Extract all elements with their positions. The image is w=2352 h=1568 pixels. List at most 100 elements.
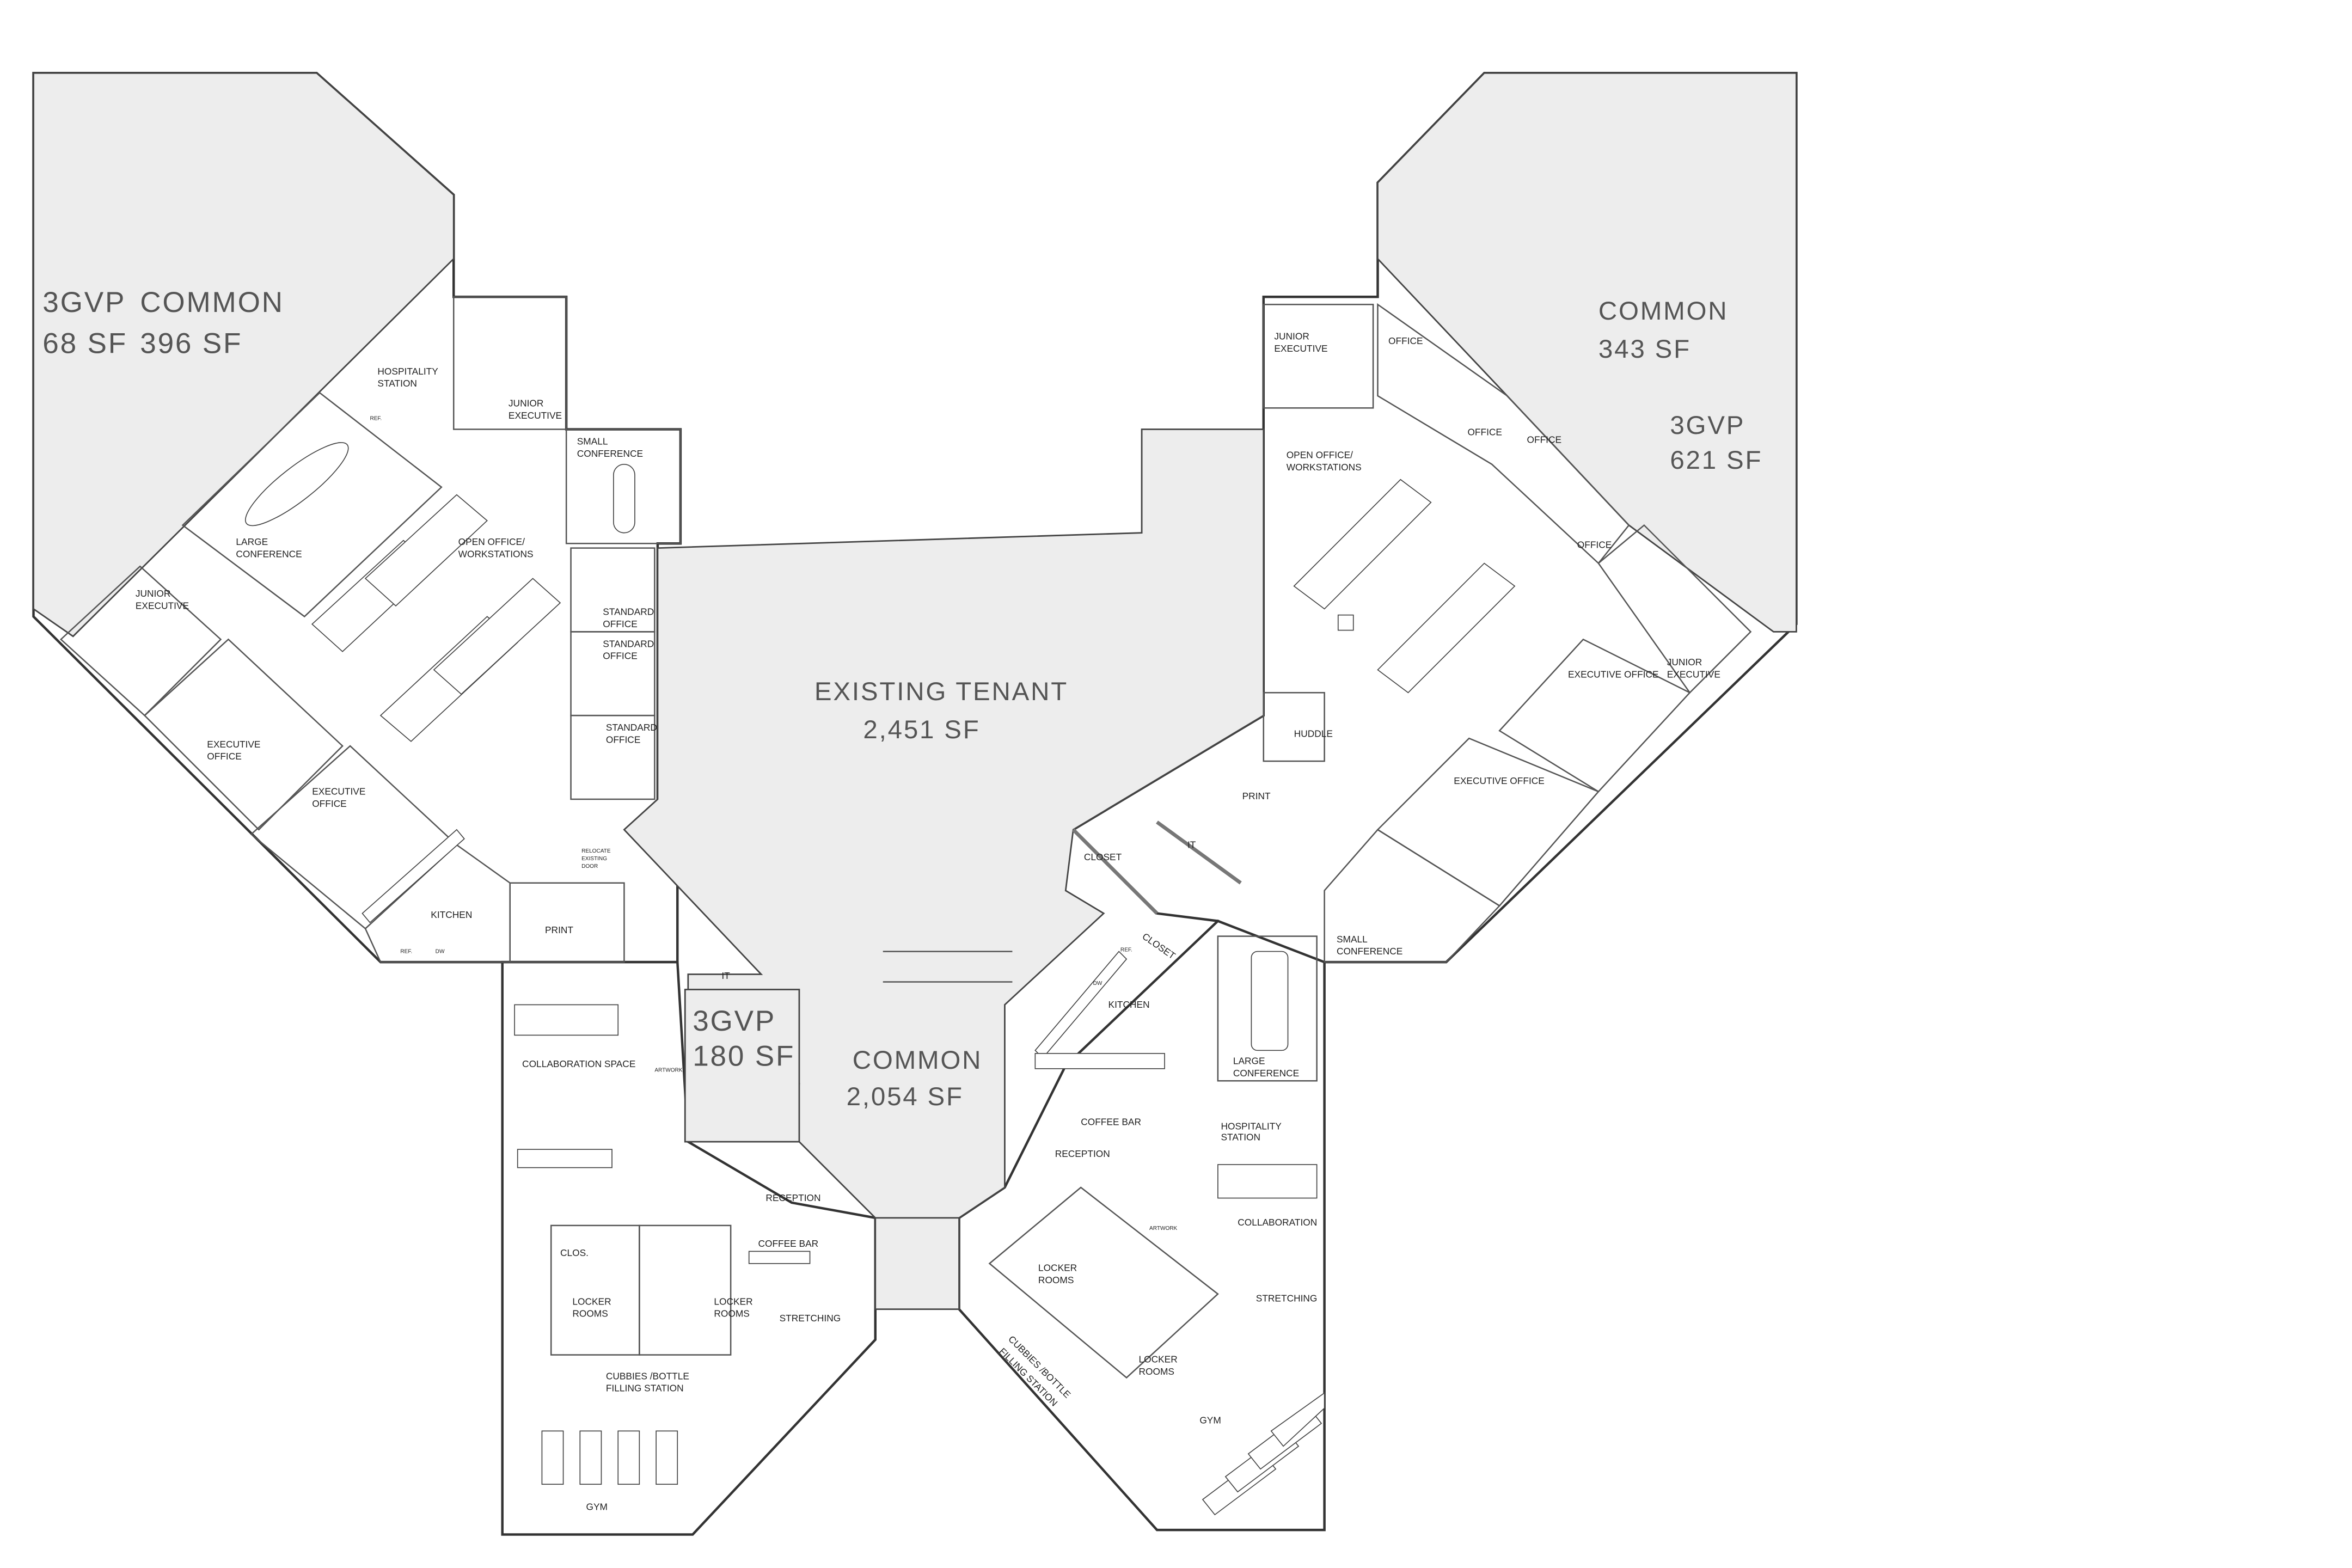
junior-executive-right-top-room — [1263, 303, 1374, 409]
print-room — [509, 882, 625, 963]
room-label: PRINT — [1242, 791, 1271, 801]
room-label: JUNIOR — [1274, 331, 1309, 342]
large-conference-room — [181, 391, 443, 618]
standard-office-3 — [570, 714, 656, 800]
area-label: 3GVP — [42, 286, 126, 318]
room-label: RELOCATE — [581, 848, 611, 854]
gym-equipment — [617, 1430, 640, 1485]
room-label: GYM — [1199, 1414, 1221, 1425]
gym-equipment — [1270, 1392, 1325, 1447]
room-label: ARTWORK — [1149, 1226, 1177, 1232]
room-label: DOOR — [581, 863, 598, 869]
area-label: COMMON — [140, 286, 284, 318]
area-label: 3GVP — [1670, 411, 1745, 440]
lounge-sofa — [517, 1149, 612, 1168]
room-label: COFFEE BAR — [758, 1238, 818, 1249]
room-label: OFFICE — [1577, 540, 1612, 550]
kitchen-counter — [362, 829, 465, 923]
room-label: REF. — [1120, 947, 1132, 953]
small-conference-table — [612, 463, 635, 534]
large-conference-table — [1251, 951, 1289, 1051]
room-label: CONFERENCE — [577, 448, 643, 459]
room-label: CONFERENCE — [236, 548, 302, 559]
workstation-desk — [433, 578, 561, 695]
room-label: STRETCHING — [780, 1313, 841, 1324]
room-label: REF. — [400, 948, 412, 954]
room-label: COLLABORATION — [1238, 1217, 1317, 1228]
gym-equipment — [656, 1430, 678, 1485]
room-label: ROOMS — [714, 1308, 749, 1319]
room-label: STANDARD — [603, 638, 654, 649]
room-label: CUBBIES /BOTTLE — [606, 1370, 689, 1381]
room-label: OPEN OFFICE/ — [458, 536, 525, 547]
area-label: 2,054 SF — [847, 1082, 964, 1111]
workstation-desk — [364, 494, 488, 607]
room-label: KITCHEN — [1108, 999, 1150, 1010]
collaboration-table-right — [1217, 1164, 1318, 1199]
room-label: HOSPITALITY — [1221, 1121, 1282, 1132]
area-label: 180 SF — [693, 1040, 795, 1072]
room-label: OFFICE — [603, 651, 638, 661]
coffee-bar-counter — [748, 1251, 811, 1264]
large-conference-right-room — [1217, 935, 1318, 1082]
gym-equipment — [579, 1430, 602, 1485]
room-label: ROOMS — [572, 1308, 608, 1319]
workstation-desk — [1377, 562, 1516, 694]
left-common-hatched-area — [33, 72, 455, 638]
column — [1337, 614, 1354, 631]
room-label: STATION — [1221, 1131, 1260, 1142]
room-label: EXECUTIVE OFFICE — [1454, 775, 1545, 786]
room-label: COFFEE BAR — [1081, 1116, 1141, 1127]
room-label: OFFICE — [1467, 427, 1502, 438]
room-label: OFFICE — [312, 798, 347, 809]
room-label: JUNIOR — [509, 398, 544, 409]
area-label: 343 SF — [1598, 335, 1691, 364]
room-label: ROOMS — [1138, 1366, 1174, 1377]
executive-office-1-room — [143, 638, 344, 831]
room-label: WORKSTATIONS — [458, 548, 534, 559]
room-label: WORKSTATIONS — [1287, 462, 1362, 473]
it-closet-wall — [1071, 828, 1159, 915]
room-label: COLLABORATION SPACE — [522, 1058, 635, 1069]
workstation-desk — [1293, 479, 1432, 610]
room-label: EXISTING — [581, 856, 607, 862]
locker-rooms-right — [988, 1186, 1219, 1379]
area-label: 68 SF — [42, 328, 127, 360]
center-3gvp-hatched-area — [684, 989, 800, 1143]
area-label: COMMON — [1598, 297, 1729, 326]
room-label: GYM — [586, 1502, 608, 1512]
room-label: IT — [721, 970, 730, 981]
junior-executive-left-room — [59, 565, 222, 716]
small-conference-room — [565, 428, 682, 544]
room-label: OFFICE — [603, 618, 638, 629]
room-label: DW — [436, 948, 445, 954]
room-label: STANDARD — [606, 722, 657, 733]
room-label: LARGE — [236, 536, 268, 547]
room-label: LARGE — [1233, 1055, 1265, 1066]
room-label: EXECUTIVE — [136, 600, 189, 611]
room-label: OFFICE — [1388, 335, 1423, 346]
room-label: ARTWORK — [654, 1067, 682, 1073]
room-label: EXECUTIVE — [207, 739, 260, 750]
coffee-bar-counter-right — [1034, 1053, 1165, 1069]
room-label: EXECUTIVE — [1274, 343, 1327, 354]
room-label: JUNIOR — [136, 588, 170, 599]
room-label: OFFICE — [1527, 434, 1562, 445]
room-label: CLOS. — [560, 1247, 589, 1258]
room-label: RECEPTION — [1055, 1148, 1110, 1159]
room-label: DW — [1093, 981, 1102, 987]
room-label: CLOSET — [1084, 852, 1122, 862]
room-label: STATION — [377, 378, 417, 389]
room-label: SMALL — [577, 436, 608, 446]
gym-equipment — [541, 1430, 564, 1485]
area-label: 2,451 SF — [863, 715, 980, 744]
room-label: LOCKER — [1138, 1354, 1177, 1365]
room-label: CLOSET — [1140, 930, 1178, 961]
room-label: STRETCHING — [1256, 1293, 1318, 1304]
room-label: REF. — [370, 416, 382, 422]
room-label: OPEN OFFICE/ — [1287, 450, 1353, 461]
room-label: SMALL — [1337, 934, 1368, 945]
room-label: KITCHEN — [431, 909, 472, 920]
room-label: HOSPITALITY — [377, 366, 438, 377]
